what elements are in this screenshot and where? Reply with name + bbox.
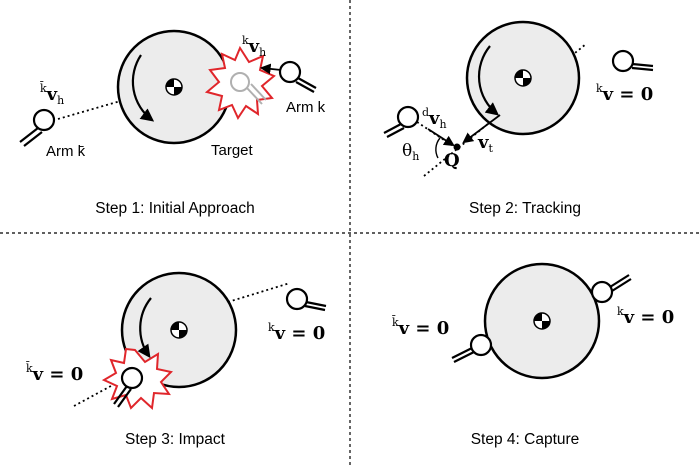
target-label: Target: [211, 142, 254, 159]
approach-line: [57, 99, 125, 120]
rotation-arrow: [131, 54, 155, 122]
arm-k-velocity-arrow: [259, 63, 282, 75]
step2-right-eq: kv = 0: [596, 82, 653, 105]
arm-k-icon: [590, 274, 632, 304]
arm-kbar-label: Arm k̄: [46, 143, 86, 160]
step4-left-eq: k̄v = 0: [392, 316, 450, 339]
step2-panel: dvh vt θh Q kv = 0 Step 2: Tracking: [383, 20, 654, 217]
vt-label: vt: [477, 132, 493, 155]
step3-caption: Step 3: Impact: [125, 431, 226, 448]
step4-panel: k̄v = 0 kv = 0 Step 4: Capture: [392, 262, 674, 448]
arm-kbar-icon: [19, 108, 56, 147]
arm-k-icon: [285, 287, 327, 312]
arm-kbar-icon: [451, 333, 493, 363]
rotation-arrow: [477, 45, 500, 116]
rotation-arrow: [137, 297, 152, 359]
vel-left-label: k̄vh: [40, 82, 65, 107]
center-of-mass-icon: [533, 312, 551, 330]
vt-arrow: [462, 114, 501, 144]
point-q-label: Q: [444, 150, 460, 171]
arm-k-label: Arm k: [286, 99, 326, 116]
step4-right-eq: kv = 0: [617, 305, 674, 328]
step3-panel: k̄v = 0 kv = 0 Step 3: Impact: [26, 271, 327, 448]
arm-k-icon: [278, 60, 317, 93]
theta-label: θh: [402, 141, 419, 163]
center-of-mass-icon: [165, 78, 183, 96]
center-of-mass-icon: [170, 321, 188, 339]
center-of-mass-icon: [514, 69, 532, 87]
impact-line-ext: [227, 282, 291, 303]
step1-panel: k̄vh kvh Arm k̄ Arm k Target Step 1: Ini…: [19, 29, 326, 217]
arm-k-icon: [611, 49, 654, 73]
vd-arrow: [427, 128, 455, 147]
arm-kbar-icon: [113, 366, 144, 408]
end-effector-ghost: [230, 72, 267, 105]
step3-right-eq: kv = 0: [268, 321, 325, 344]
step3-left-eq: k̄v = 0: [26, 362, 84, 385]
arm-kbar-icon: [383, 105, 420, 138]
vel-right-label: kvh: [242, 34, 266, 59]
step4-caption: Step 4: Capture: [471, 431, 580, 448]
step1-caption: Step 1: Initial Approach: [95, 200, 254, 217]
vd-label: dvh: [422, 106, 447, 131]
theta-arc: [435, 137, 441, 159]
point-q-dot: [453, 143, 461, 151]
step2-caption: Step 2: Tracking: [469, 200, 581, 217]
